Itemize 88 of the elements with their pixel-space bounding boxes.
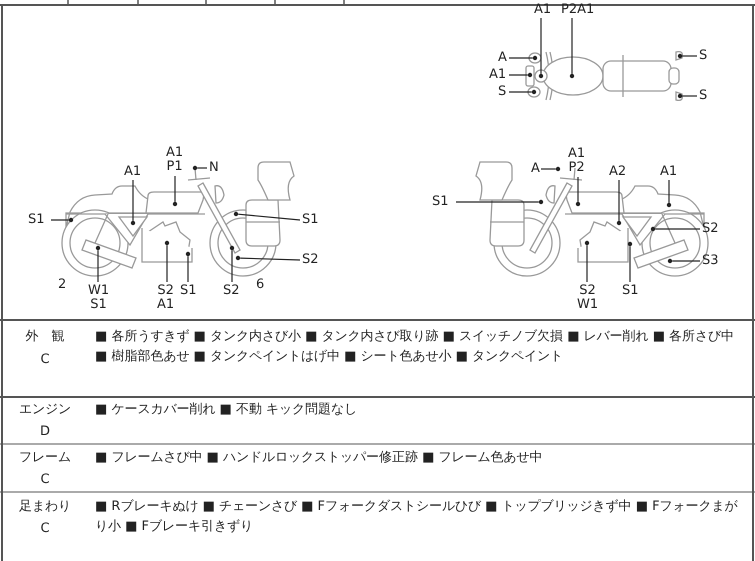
callout-label: S1 — [28, 213, 45, 227]
marker-dot — [532, 56, 538, 60]
marker-dot — [628, 242, 632, 246]
callout-label: S2 A1 — [157, 284, 174, 312]
callout-label: S1 — [180, 284, 197, 298]
callout-label: S2 — [302, 253, 319, 267]
leader-line — [541, 168, 556, 170]
marker-dot — [576, 202, 580, 206]
callout-label: A — [531, 162, 540, 176]
leader-line — [509, 91, 532, 93]
remarks-text: ■ ケースカバー削れ ■ 不動 キック問題なし — [95, 401, 358, 419]
marker-dot — [236, 256, 240, 260]
leader-line — [509, 57, 533, 59]
callout-label: S2 — [702, 222, 719, 236]
leader-line — [187, 256, 189, 282]
callout-label: S1 — [432, 195, 449, 209]
leader-line — [577, 177, 579, 202]
leader-line — [586, 245, 588, 282]
leader-line — [51, 219, 69, 221]
marker-dot — [528, 72, 532, 78]
remarks-text: ■ 各所うすきず ■ タンク内さび小 ■ タンク内さび取り跡 ■ スイッチノブ欠損 ■ レバー削れ ■ 各所さび中 ■ 樹脂部色あせ ■ タンクペイントはげ中 ■ シート色あせ小 ■ タンクペイント — [95, 328, 736, 366]
leader-line — [509, 74, 528, 76]
callout-label: A1 — [489, 68, 506, 82]
leader-line — [618, 180, 620, 221]
callout-number: 6 — [256, 276, 264, 294]
callout-label: S2 — [223, 284, 240, 298]
marker-dot — [678, 54, 682, 58]
marker-dot — [164, 240, 170, 246]
marker-dot — [570, 74, 574, 78]
marker-dot — [556, 166, 560, 172]
marker-dot — [172, 202, 178, 206]
leader-line — [132, 180, 134, 221]
marker-dot — [230, 246, 234, 250]
leader-line — [238, 214, 300, 221]
callout-label: W1 S1 — [88, 284, 110, 312]
marker-dot — [616, 220, 622, 226]
marker-dot — [538, 74, 544, 78]
leader-line — [240, 258, 300, 261]
leader-line — [668, 180, 670, 203]
leader-line — [540, 18, 542, 74]
grade-label: D — [38, 423, 51, 441]
grade-label: C — [39, 471, 51, 489]
callout-label: A1 — [124, 165, 142, 179]
callout-label: A1 P2 — [568, 147, 586, 175]
leader-line — [682, 55, 697, 57]
callout-label: A1 — [534, 3, 552, 17]
leader-line — [655, 228, 700, 230]
marker-dot — [192, 166, 198, 170]
leader-line — [682, 95, 697, 97]
callout-label: S — [699, 89, 708, 103]
callout-label: S — [498, 85, 506, 99]
marker-dot — [650, 226, 656, 232]
leader-line — [231, 250, 233, 282]
marker-dot — [678, 94, 682, 98]
remarks-text: ■ Rブレーキぬけ ■ チェーンさび ■ Fフォークダストシールひび ■ トップブリッジきず中 ■ Fフォークまがり小 ■ Fブレーキ引きずり — [95, 498, 739, 536]
category-label: フレーム — [18, 449, 72, 467]
callout-label: S1 — [302, 213, 319, 227]
grade-label: C — [39, 520, 51, 538]
callout-label: A2 — [609, 165, 626, 179]
marker-dot — [68, 218, 74, 222]
callout-label: N — [209, 161, 219, 175]
marker-dot — [538, 200, 544, 204]
callout-label: A — [498, 51, 507, 65]
callout-number: 2 — [58, 276, 66, 294]
grade-label: C — [39, 351, 51, 369]
callout-label: S3 — [702, 254, 719, 268]
marker-dot — [668, 258, 672, 264]
marker-dot — [666, 202, 672, 208]
callout-label: S1 — [622, 284, 639, 298]
remarks-text: ■ フレームさび中 ■ ハンドルロックストッパー修正跡 ■ フレーム色あせ中 — [95, 449, 544, 467]
marker-dot — [96, 246, 100, 250]
leader-line — [197, 167, 207, 169]
category-label: エンジン — [18, 401, 72, 419]
leader-line — [672, 260, 700, 262]
marker-dot — [584, 240, 590, 246]
category-label: 足まわり — [18, 498, 72, 516]
callout-label: S2 W1 — [577, 284, 598, 312]
marker-dot — [234, 212, 238, 216]
leader-line — [174, 176, 176, 202]
marker-dot — [130, 220, 136, 226]
leader-line — [571, 18, 573, 74]
marker-dot — [532, 90, 536, 94]
callout-label: A1 P1 — [166, 146, 184, 174]
callout-label: A1 — [660, 165, 678, 179]
marker-dot — [186, 252, 190, 256]
callout-label: S — [699, 49, 708, 63]
category-label: 外 観 — [24, 328, 66, 346]
callout-label: P2A1 — [561, 3, 594, 17]
